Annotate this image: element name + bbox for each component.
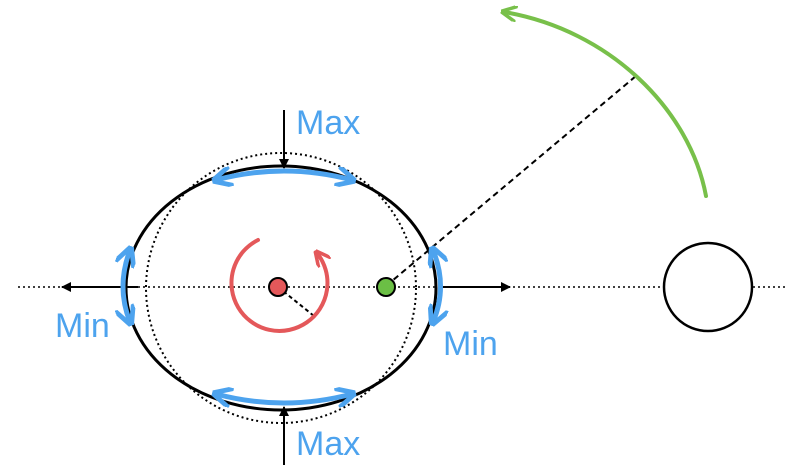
tidal-bulge-dot	[376, 277, 396, 297]
min-label-left: Min	[55, 307, 110, 345]
orbit-arrow	[504, 12, 708, 198]
min-stress-arrow-right	[433, 250, 441, 322]
max-stress-arrow-top	[216, 171, 352, 180]
min-label-right: Min	[443, 325, 498, 363]
rotation-arrow	[229, 238, 327, 333]
center-dot	[268, 277, 288, 297]
min-stress-arrow-left	[123, 250, 130, 322]
max-stress-arrow-bottom	[216, 394, 352, 403]
tidal-axis-line	[385, 75, 637, 287]
max-label-top: Max	[296, 104, 360, 142]
orbiting-body	[662, 241, 754, 333]
max-label-bottom: Max	[296, 425, 360, 463]
reference-circle	[145, 152, 417, 424]
